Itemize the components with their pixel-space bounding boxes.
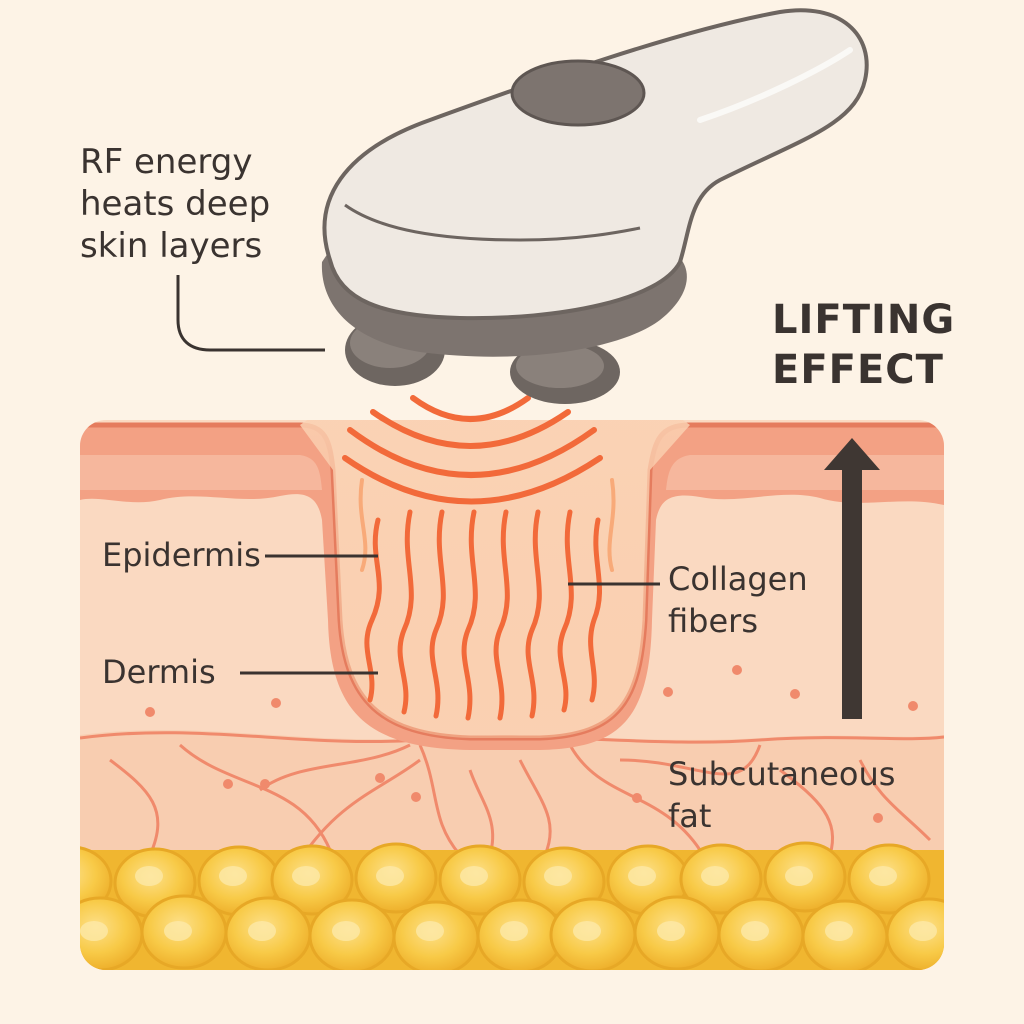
fat-cell-highlight <box>164 921 192 941</box>
fat-cell-highlight <box>785 866 813 886</box>
fat-cell-highlight <box>80 921 108 941</box>
device-caption: RF energy heats deep skin layers <box>80 142 271 266</box>
heated-zone <box>300 420 690 738</box>
fat-cell-highlight <box>628 866 656 886</box>
fat-cell-highlight <box>219 866 247 886</box>
fat-cell-highlight <box>573 921 601 941</box>
fat-cell-highlight <box>416 921 444 941</box>
fat-cells <box>51 841 944 970</box>
device-button <box>510 59 646 127</box>
rf-energy-waves <box>342 395 603 505</box>
fat-cell-highlight <box>376 866 404 886</box>
fat-cell-highlight <box>135 866 163 886</box>
fat-cell-highlight <box>657 921 685 941</box>
leader-lines <box>176 275 660 675</box>
rf-device <box>321 8 869 404</box>
fat-cell-highlight <box>741 921 769 941</box>
fat-cell-highlight <box>292 866 320 886</box>
fat-cell-highlight <box>460 866 488 886</box>
fat-cell-highlight <box>869 866 897 886</box>
device-body <box>322 8 869 321</box>
tissue-dots <box>145 665 918 823</box>
fat-cell-highlight <box>500 921 528 941</box>
fat-cell-highlight <box>332 921 360 941</box>
subcutaneous-fat-label: Subcutaneous fat <box>668 755 896 835</box>
lifting-arrow <box>824 438 880 719</box>
fat-cell-highlight <box>248 921 276 941</box>
fat-cell-highlight <box>51 866 79 886</box>
epidermis-label: Epidermis <box>102 536 261 574</box>
fat-cell-highlight <box>825 921 853 941</box>
fat-cell-highlight <box>909 921 937 941</box>
fat-cell-highlight <box>544 866 572 886</box>
dermis-label: Dermis <box>102 653 216 691</box>
fat-cell-highlight <box>701 866 729 886</box>
collagen-label: Collagen fibers <box>668 560 808 640</box>
lifting-effect-title: LIFTING EFFECT <box>772 297 956 393</box>
